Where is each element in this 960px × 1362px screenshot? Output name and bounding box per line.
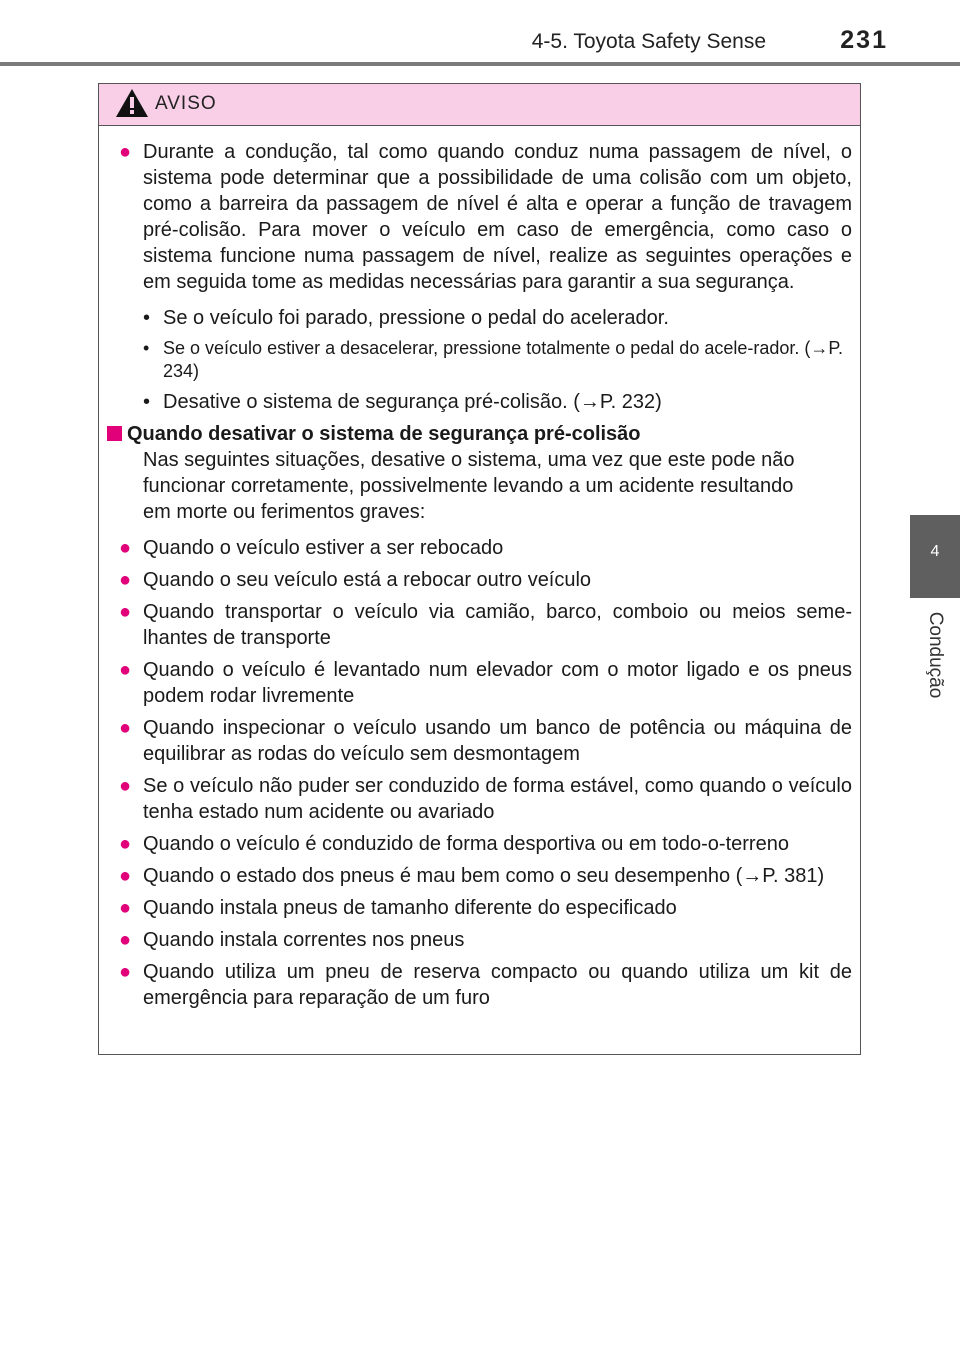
condition-item: ● Quando o veículo é levantado num eleva… — [99, 657, 860, 709]
condition-item: ● Quando inspecionar o veículo usando um… — [99, 715, 860, 767]
condition-text: Quando o veículo estiver a ser rebocado — [143, 537, 504, 559]
warning-box: AVISO ● Durante a condução, tal como qua… — [98, 83, 861, 1055]
condition-item: ● Quando o veículo é conduzido de forma … — [99, 831, 860, 857]
condition-item: ● Quando instala pneus de tamanho difere… — [99, 895, 860, 921]
item-text: Durante a condução, tal como quando cond… — [143, 141, 852, 293]
bullet-dot-icon: ● — [119, 961, 132, 983]
condition-item: ● Se o veículo não puder ser conduzido d… — [99, 773, 860, 825]
sub-item-text: Se o veículo estiver a desacelerar, pres… — [163, 338, 844, 381]
header-divider — [0, 62, 960, 66]
section-text: Nas seguintes situações, desative o sist… — [143, 449, 795, 523]
bullet-dot-icon: ● — [119, 775, 132, 797]
sub-item-text: Desative o sistema de segurança pré-coli… — [163, 391, 662, 413]
condition-item: ● Quando transportar o veículo via camiã… — [99, 599, 860, 651]
condition-text: Se o veículo não puder ser conduzido de … — [143, 775, 852, 823]
condition-text: Quando o veículo é levantado num elevado… — [143, 659, 852, 707]
condition-item: ● Quando o estado dos pneus é mau bem co… — [99, 863, 860, 889]
warning-title: AVISO — [155, 93, 217, 114]
condition-text: Quando instala correntes nos pneus — [143, 929, 465, 951]
condition-item: ● Quando o seu veículo está a rebocar ou… — [99, 567, 860, 593]
bullet-icon: • — [143, 307, 151, 329]
bullet-dot-icon: ● — [119, 601, 132, 623]
bullet-dot-icon: ● — [119, 897, 132, 919]
warning-triangle-icon — [116, 89, 148, 117]
bullet-icon: • — [143, 391, 151, 413]
page-header: 4-5. Toyota Safety Sense 231 — [0, 0, 960, 70]
condition-item: ● Quando instala correntes nos pneus — [99, 927, 860, 953]
warning-body: ● Durante a condução, tal como quando co… — [99, 139, 860, 1011]
condition-text: Quando o estado dos pneus é mau bem como… — [143, 865, 825, 887]
section-heading: Quando desativar o sistema de segurança … — [99, 421, 860, 447]
section-heading-text: Quando desativar o sistema de segurança … — [127, 423, 641, 445]
condition-text: Quando o veículo é conduzido de forma de… — [143, 833, 789, 855]
bullet-dot-icon: ● — [119, 659, 132, 681]
condition-text: Quando utiliza um pneu de reserva compac… — [143, 961, 852, 1009]
sub-item: • Se o veículo foi parado, pressione o p… — [99, 305, 860, 331]
chapter-tab: 4 — [910, 515, 960, 598]
condition-text: Quando instala pneus de tamanho diferent… — [143, 897, 677, 919]
condition-text: Quando transportar o veículo via camião,… — [143, 601, 852, 649]
sub-item: • Se o veículo estiver a desacelerar, pr… — [99, 337, 860, 383]
page-number: 231 — [840, 26, 888, 54]
bullet-dot-icon: ● — [119, 717, 132, 739]
condition-text: Quando inspecionar o veículo usando um b… — [143, 717, 852, 765]
bullet-dot-icon: ● — [119, 537, 132, 559]
sub-item-text: Se o veículo foi parado, pressione o ped… — [163, 307, 669, 329]
chapter-number: 4 — [930, 543, 940, 560]
bullet-dot-icon: ● — [119, 141, 132, 163]
chapter-label: Condução — [925, 611, 946, 699]
bullet-dot-icon: ● — [119, 833, 132, 855]
sub-item: • Desative o sistema de segurança pré-co… — [99, 389, 860, 415]
square-bullet-icon — [107, 426, 122, 441]
bullet-icon: • — [143, 338, 150, 358]
section-title: 4-5. Toyota Safety Sense — [531, 30, 766, 53]
bullet-dot-icon: ● — [119, 929, 132, 951]
bullet-dot-icon: ● — [119, 865, 132, 887]
warning-header: AVISO — [99, 84, 860, 126]
bullet-dot-icon: ● — [119, 569, 132, 591]
condition-item: ● Quando o veículo estiver a ser rebocad… — [99, 535, 860, 561]
condition-text: Quando o seu veículo está a rebocar outr… — [143, 569, 592, 591]
condition-item: ● Quando utiliza um pneu de reserva comp… — [99, 959, 860, 1011]
warning-intro-item: ● Durante a condução, tal como quando co… — [99, 139, 860, 295]
